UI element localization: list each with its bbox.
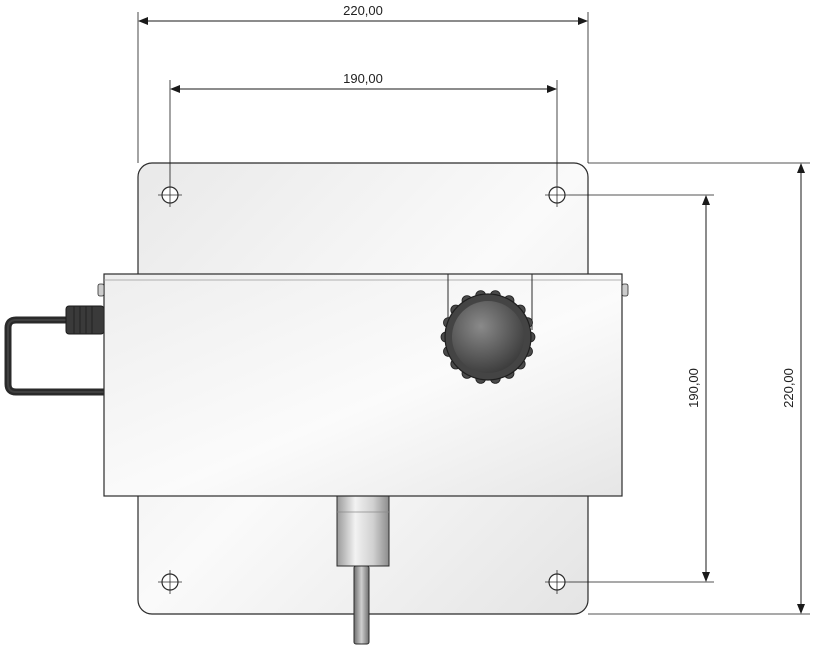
- dimension-hole-spacing-vertical-label: 190,00: [686, 368, 701, 408]
- dimension-plate-height: 220,00: [588, 162, 810, 615]
- shaft-pin: [353, 565, 370, 645]
- cable-loop: [4, 316, 108, 396]
- mounting-hole-top-left: [158, 183, 182, 207]
- dimension-hole-spacing-horizontal: 190,00: [169, 71, 558, 183]
- dimension-plate-width: 220,00: [137, 3, 589, 163]
- dimension-plate-height-label: 220,00: [781, 368, 796, 408]
- mounting-hole-top-right: [545, 183, 569, 207]
- cable-connector: [65, 305, 105, 335]
- knob: [440, 290, 536, 384]
- housing-screw-right: [621, 283, 629, 297]
- housing: [103, 273, 623, 497]
- dimension-plate-width-label: 220,00: [343, 3, 383, 18]
- dimension-hole-spacing-vertical: 190,00: [569, 194, 714, 583]
- dimension-hole-spacing-horizontal-label: 190,00: [343, 71, 383, 86]
- housing-screw-left: [97, 283, 105, 297]
- mounting-hole-bottom-right: [545, 570, 569, 594]
- mounting-hole-bottom-left: [158, 570, 182, 594]
- shaft-sleeve: [336, 493, 390, 567]
